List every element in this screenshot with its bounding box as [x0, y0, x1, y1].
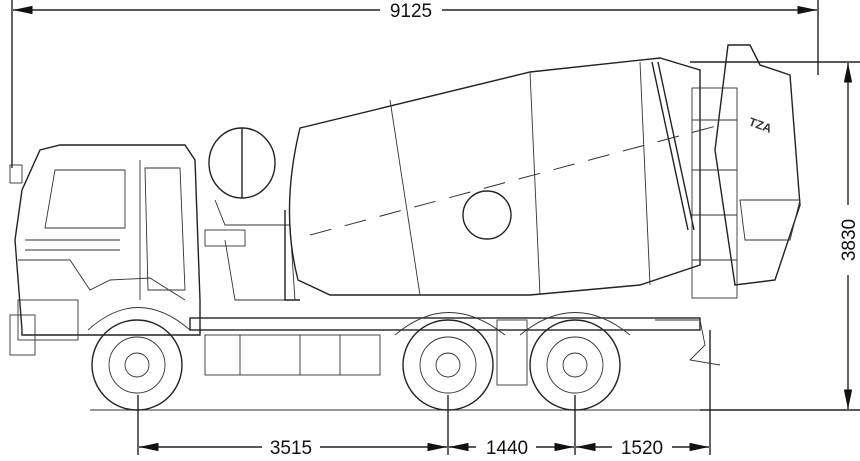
mixer-drum [284, 57, 721, 301]
suspension [496, 319, 528, 386]
chassis [87, 307, 701, 376]
ladder [691, 87, 738, 299]
mirror [9, 164, 23, 184]
dimension-overall-length: 9125 [11, 0, 819, 168]
front-wheel [91, 319, 183, 411]
truck-cab [9, 144, 201, 356]
rear-wheel-2 [529, 319, 621, 411]
chute [739, 199, 801, 241]
wheelbase-label: 3515 [270, 438, 312, 459]
drum-hatch [462, 190, 512, 240]
water-tank [204, 127, 296, 301]
dimension-axles: 3515 1440 1520 [137, 330, 711, 459]
dimension-overall-height: 3830 [690, 61, 860, 411]
cab-window [44, 169, 126, 229]
cab-door [144, 167, 186, 291]
rear-hopper: TZA [655, 44, 801, 366]
fuel-tank [204, 334, 381, 376]
rear-wheel-1 [402, 319, 494, 411]
logo-mark: TZA [747, 115, 774, 136]
rear-overhang-label: 1520 [621, 438, 663, 459]
axle-spacing-label: 1440 [486, 438, 528, 459]
overall-height-label: 3830 [839, 219, 860, 261]
overall-length-label: 9125 [390, 1, 432, 22]
